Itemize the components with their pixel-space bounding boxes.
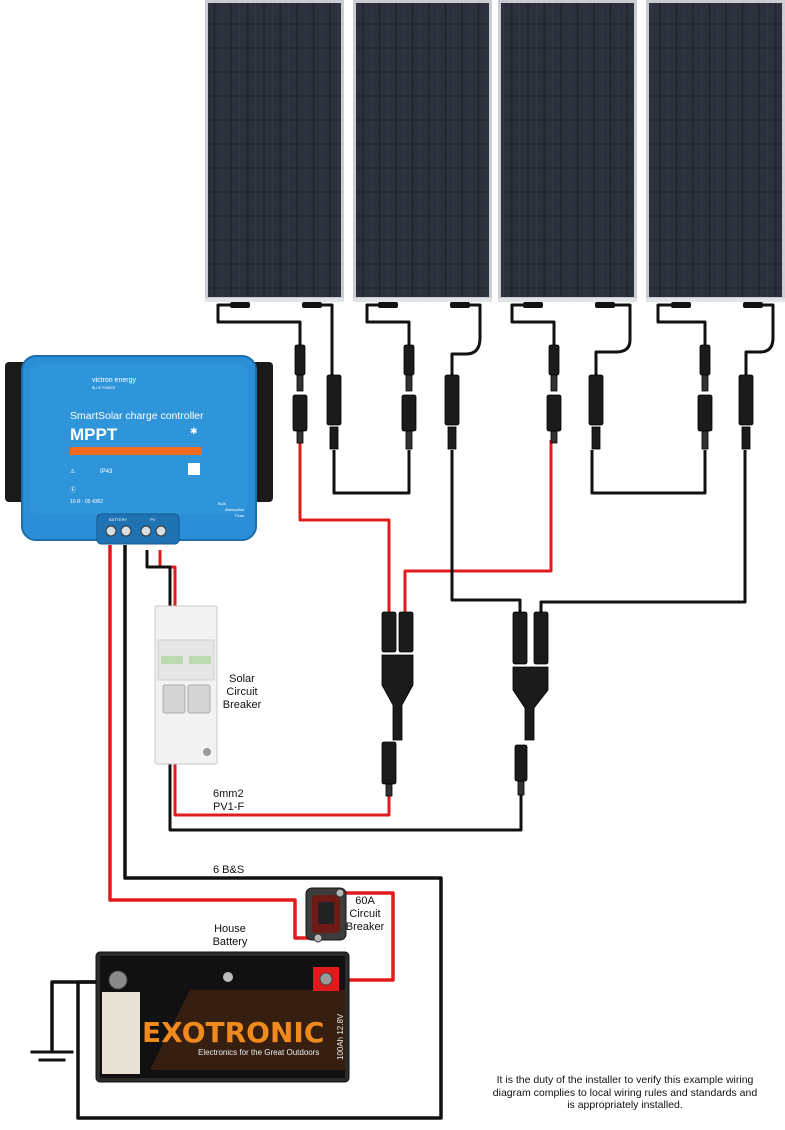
solar-panel-4 [646, 0, 785, 302]
terminal-battery-label: BATTERY [109, 517, 127, 522]
main-breaker-label-line-3: Breaker [345, 921, 385, 933]
battery-label-line-2: Battery [212, 936, 248, 948]
panel-junction-boxes [230, 302, 763, 308]
ground-icon [30, 1050, 74, 1062]
pv-cable-label: 6mm2 PV1-F [213, 788, 244, 814]
mc4-connectors [292, 344, 754, 450]
terminal-pv-label: PV [150, 517, 156, 522]
brand-name: victron energy [92, 377, 136, 384]
pv-cable-label-line-2: PV1-F [213, 801, 245, 813]
battery-rating: 100Ah 12.8V [336, 1013, 345, 1060]
house-battery: EXOTRONIC Electronics for the Great Outd… [95, 951, 350, 1083]
led-bulk: Bulk [218, 501, 226, 506]
battery-cable-label: 6 B&S [213, 864, 245, 876]
installer-disclaimer: It is the duty of the installer to verif… [492, 1074, 758, 1111]
solar-circuit-breaker [154, 605, 218, 765]
main-breaker-label-line-1: 60A [355, 895, 375, 907]
warning-icon: ⚠ [70, 468, 76, 475]
negative-terminal [108, 970, 128, 990]
solar-breaker-label-line-2: Circuit [226, 686, 258, 698]
series-links [332, 450, 707, 495]
battery-tagline: Electronics for the Great Outdoors [198, 1048, 319, 1057]
qr-code-icon [188, 463, 200, 475]
y-branch-negative [512, 611, 549, 796]
led-float: Float [235, 513, 245, 518]
accent-bar [70, 447, 202, 455]
battery-brand: EXOTRONIC [142, 1016, 324, 1049]
main-breaker-label-line-2: Circuit [349, 908, 381, 920]
battery-cables [50, 545, 443, 1120]
main-breaker-label: 60A Circuit Breaker [340, 895, 390, 934]
e-mark-icon: Ⓔ [70, 486, 76, 494]
bluetooth-icon: ✱ [190, 426, 198, 436]
main-circuit-breaker [305, 887, 347, 943]
solar-panel-3 [498, 0, 637, 302]
solar-panel-2 [353, 0, 492, 302]
pv-cable-label-line-1: 6mm2 [213, 788, 244, 800]
solar-breaker-label: Solar Circuit Breaker [216, 673, 268, 712]
battery-label-line-1: House [214, 923, 246, 935]
y-branch-positive [381, 611, 414, 797]
solar-breaker-label-line-1: Solar [229, 673, 255, 685]
solar-breaker-label-line-3: Breaker [222, 699, 262, 711]
ip-rating: IP43 [100, 469, 113, 475]
led-absorption: Absorption [225, 507, 244, 512]
battery-label: House Battery [204, 923, 256, 949]
model-name: MPPT [70, 425, 118, 444]
model-line: SmartSolar charge controller [70, 410, 204, 422]
serial-code: 10 R - 05 4362 [70, 499, 103, 505]
charge-controller: victron energy BLUE POWER SmartSolar cha… [5, 355, 273, 545]
brand-sub: BLUE POWER [92, 386, 116, 390]
battery-label-sticker [102, 992, 140, 1074]
terminal-block [96, 513, 180, 545]
solar-panel-1 [205, 0, 344, 302]
panel-leads [216, 303, 775, 378]
